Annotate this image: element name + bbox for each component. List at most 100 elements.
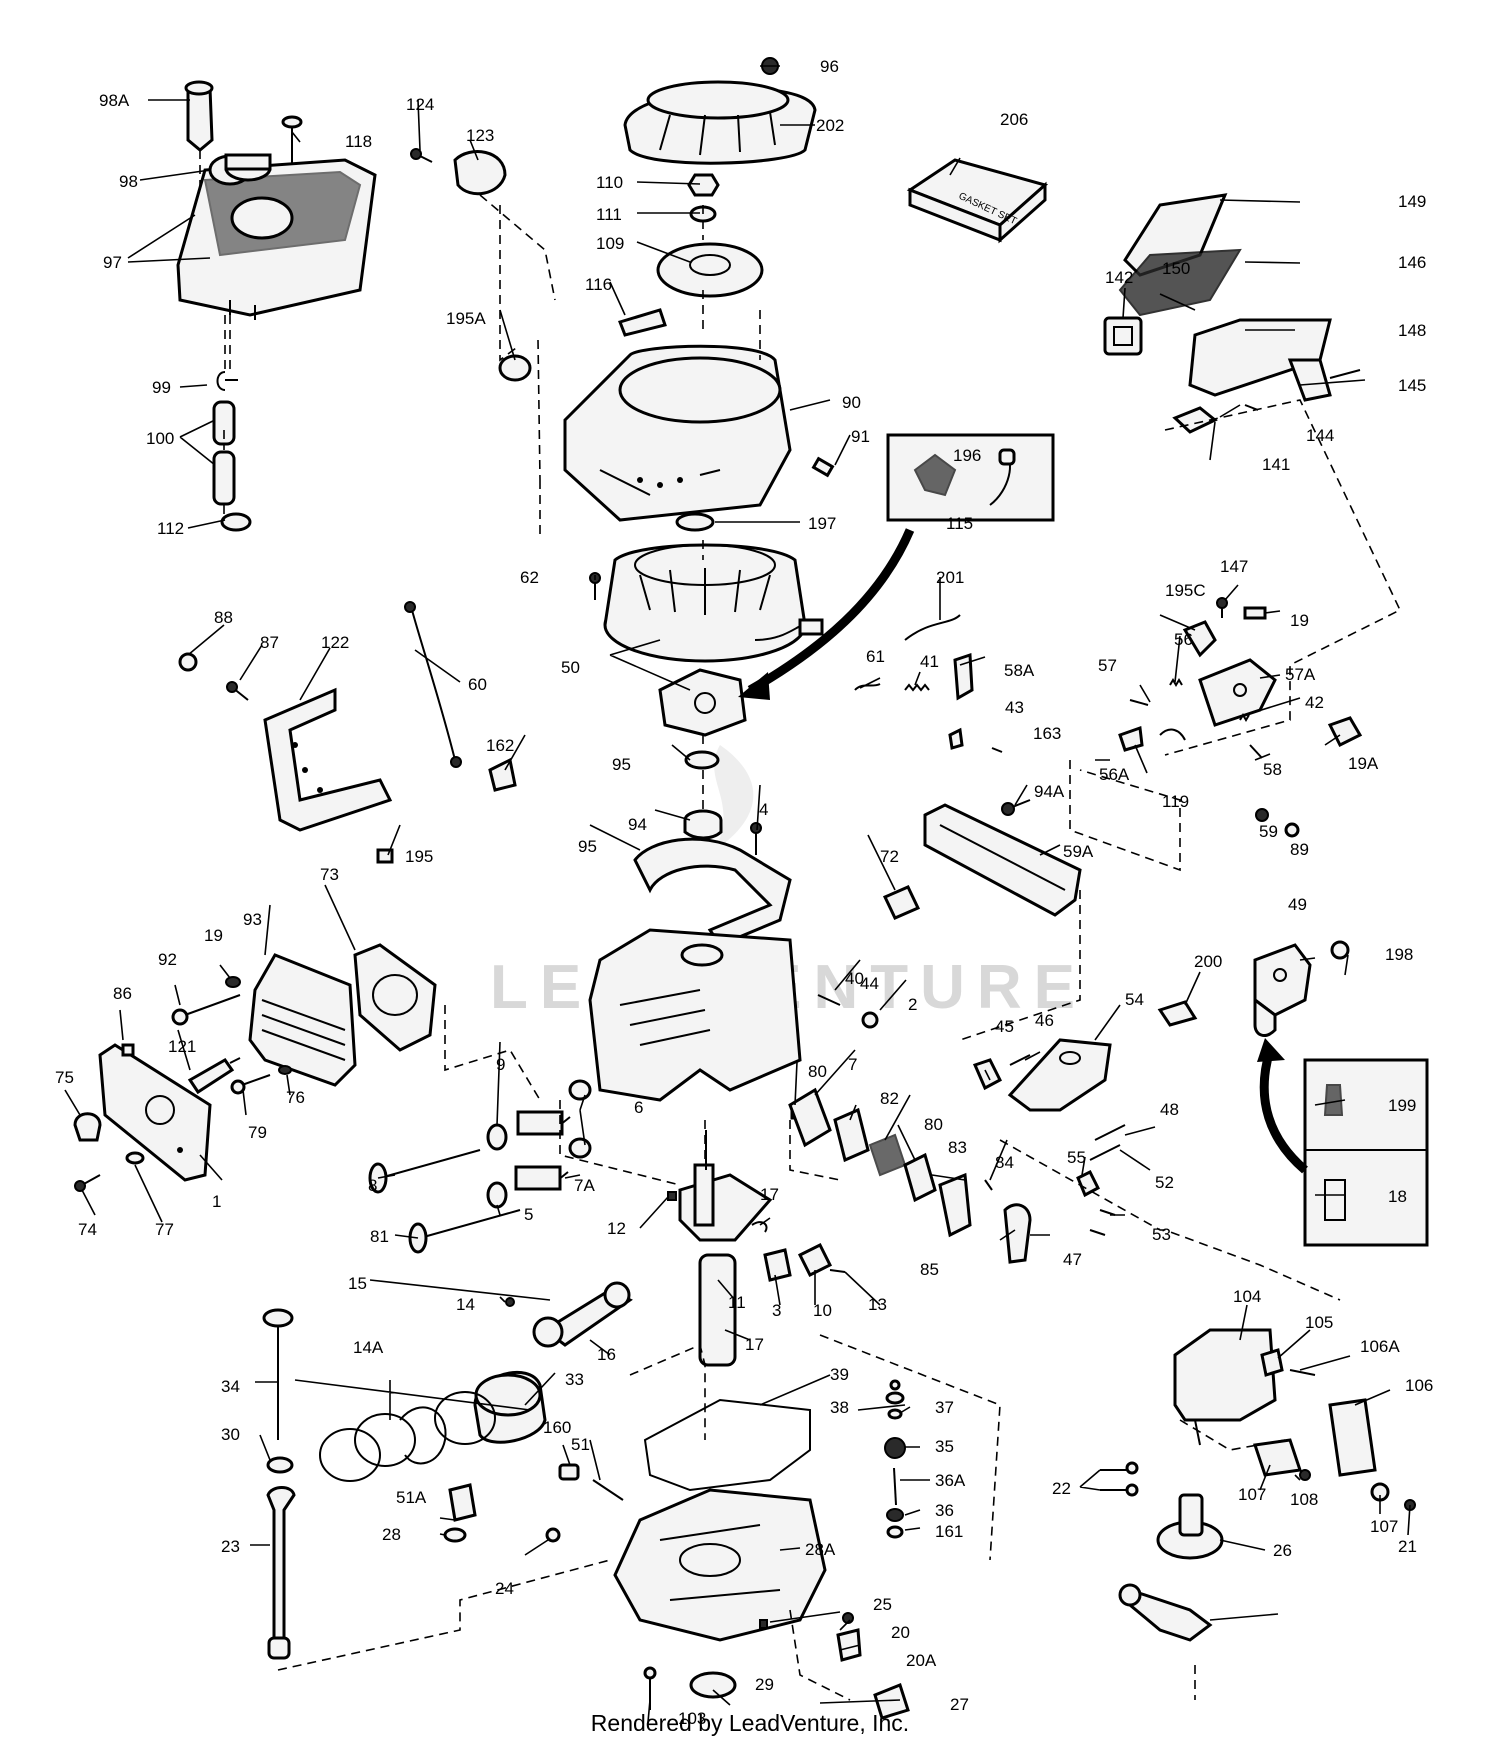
screw-124 [410,148,433,163]
callout-18: 12 [607,1219,626,1238]
screw-105 [1289,1369,1316,1376]
callout-28A: 25 [873,1595,892,1614]
bracket-87 [263,687,393,832]
baffle-94A [923,803,1082,917]
callout-11: 17 [745,1335,764,1354]
governor-bracket-56 [1198,658,1277,727]
bracket-41 [953,652,974,701]
screw-50 [1216,597,1228,618]
dipstick-tube-30 [266,1486,296,1660]
callout-4: 94 [628,815,647,834]
callout-47: 45 [995,1017,1014,1036]
oil-seal-27 [689,1671,737,1699]
callout-45: 46 [1035,1011,1054,1030]
screw-10 [829,1269,846,1273]
callout-149: 149 [1398,192,1426,211]
carb-kit-detail [1303,1058,1429,1247]
callout-196: 115 [946,514,973,533]
callout-21: 22 [1052,1479,1071,1498]
callout-108: 107 [1370,1517,1398,1536]
callout-116: 116 [585,275,612,294]
breather-tube-85 [1003,1203,1032,1264]
o-ring-51A [443,1527,467,1543]
callout-7A: 5 [524,1205,533,1224]
callout-62: 201 [936,568,964,587]
callout-81: 82 [880,1089,899,1108]
callout-3: 10 [813,1301,832,1320]
callout-111: 111 [596,205,622,224]
callout-145: 145 [1398,376,1426,395]
fuel-filter [184,80,214,152]
flywheel [603,543,807,663]
counterweight-17 [763,1248,792,1282]
screw-95-left [750,822,762,855]
callout-95: 4 [759,800,768,819]
air-cleaner-base [1188,318,1332,402]
callout-17: 16 [597,1345,616,1364]
air-filter-element [1118,248,1242,317]
lock-plate-3 [797,1242,833,1278]
callout-37: 35 [935,1437,954,1456]
breather-82 [868,1133,907,1177]
kill-wire-122 [404,601,462,768]
seal-4 [683,809,723,840]
gasket-set-box: GASKET SET [906,158,1049,244]
plug-28A [759,1619,768,1629]
callout-104: 105 [1305,1313,1333,1332]
callout-46: 54 [1125,990,1144,1009]
callout-24: 28A [805,1540,836,1559]
callout-142: 142 [1105,268,1133,287]
callout-19A: 162 [486,736,514,755]
washer-76 [125,1151,145,1165]
callout-60: 61 [866,647,885,666]
callout-75: 79 [248,1123,267,1142]
valve-lifter-9 [568,1079,592,1159]
dipstick-33 [262,1308,294,1440]
callout-107: 108 [1290,1490,1318,1509]
callout-85: 47 [1063,1250,1082,1269]
callout-77: 74 [78,1220,97,1239]
lever-147 [1182,620,1217,658]
callout-93: 92 [158,950,177,969]
spring-61 [904,683,930,692]
callout-146: 146 [1398,253,1426,272]
guard-106A [1328,1398,1377,1477]
callout-97: 97 [103,253,122,272]
callout-80: 7 [848,1055,857,1074]
seal-119 [684,750,720,770]
gasket-142 [1103,316,1143,356]
washer-79 [278,1065,292,1075]
screw-91 [811,456,835,478]
drain-plug-160 [592,1479,624,1501]
callout-147: 195C [1165,581,1206,600]
callout-160: 51 [571,1435,590,1454]
carb-gasket-53 [1157,1000,1198,1027]
piston-rings-15 [319,1391,496,1482]
callout-44: 2 [908,995,917,1014]
callout-83: 84 [995,1153,1014,1172]
callout-52: 53 [1152,1225,1171,1244]
leader-arrow [738,528,915,700]
callout-106: 107 [1238,1485,1266,1504]
callout-201: 50 [561,658,580,677]
washer-36 [886,1525,904,1539]
callout-199: 18 [1388,1187,1407,1206]
washer-92 [225,976,241,988]
callout-123: 123 [466,126,494,145]
callout-94A: 59A [1063,842,1094,861]
nut-110 [687,173,720,197]
washer-39-38 [885,1379,905,1420]
callout-51: 51A [396,1488,427,1507]
callout-56: 57A [1285,665,1316,684]
bushing-36A [886,1508,904,1522]
governor-shaft-35 [893,1467,897,1506]
callout-197: 196 [953,446,981,465]
callout-72: 73 [320,865,339,884]
callout-92: 19 [204,926,223,945]
callout-109: 109 [596,234,624,253]
callout-19: 86 [113,984,132,1003]
gear-37 [884,1437,906,1459]
nut-49 [1330,940,1350,960]
oil-pump-gear-22 [1156,1493,1224,1560]
spring-57 [1169,678,1183,687]
